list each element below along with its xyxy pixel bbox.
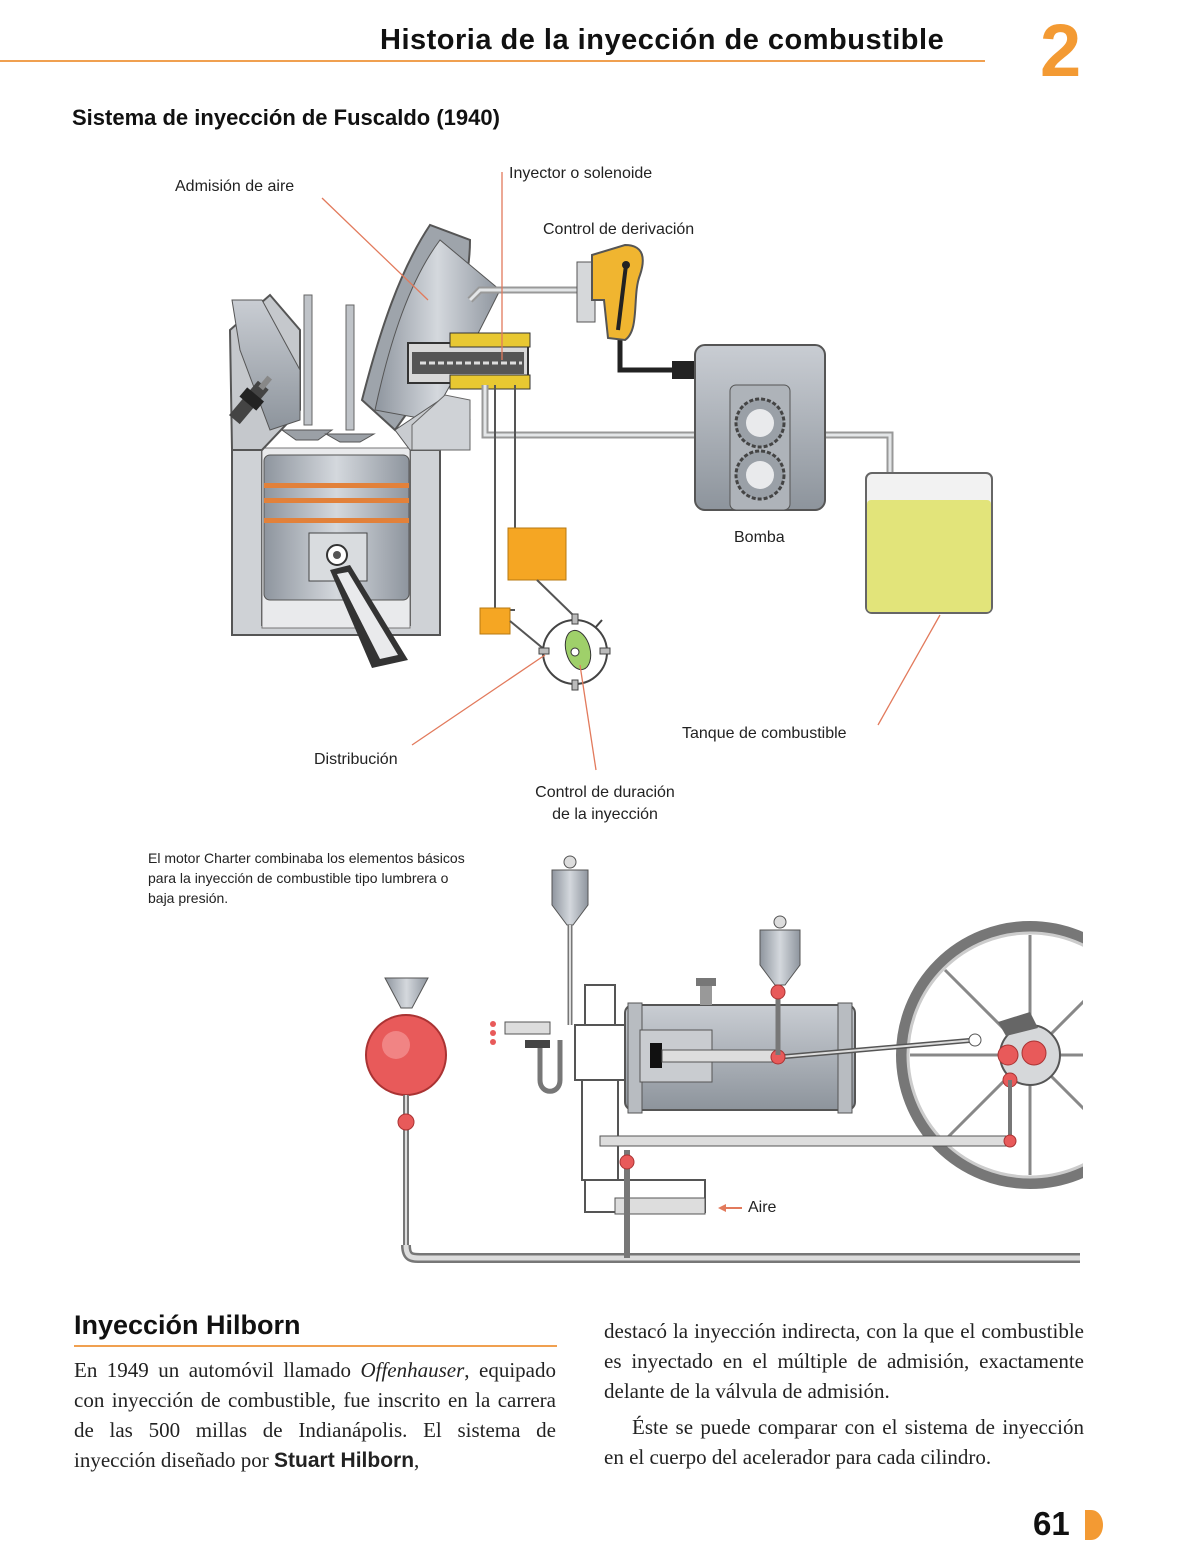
small-control-box [479,607,511,635]
header-rule [0,60,985,62]
paragraph-1: En 1949 un automóvil llamado Offenhauser… [74,1355,556,1476]
paragraph-1-part-c: , [414,1448,420,1472]
stuart-hilborn-name: Stuart Hilborn [274,1449,415,1472]
distributor [538,613,611,691]
label-control-duracion-line1: Control de duración [535,784,675,801]
valve-handle [490,1021,551,1048]
column-2: destacó la inyección indirecta, con la q… [604,1316,1084,1472]
label-inyector: Inyector o solenoide [509,165,653,182]
label-distribucion: Distribución [314,751,398,768]
label-leaders [321,172,941,771]
fuel-reservoir [551,855,589,1025]
flywheel [896,921,1164,1189]
paragraph-1-part-a: En 1949 un automóvil llamado [74,1358,361,1382]
oil-cup [759,915,801,1055]
offenhauser-name: Offenhauser [360,1358,465,1382]
paragraph-2: destacó la inyección indirecta, con la q… [604,1319,1084,1403]
fuel-tank [865,472,993,614]
bypass-control [576,243,644,342]
label-bomba: Bomba [734,529,785,546]
chapter-title: Historia de la inyección de combustible [380,24,945,56]
mixer-assembly [537,984,706,1213]
fuscaldo-injection-diagram [228,172,993,771]
chapter-number: 2 [1040,9,1082,92]
label-control-duracion: Control de duración de la inyección [520,782,690,826]
pump [694,344,826,511]
label-control-derivacion: Control de derivación [543,221,695,238]
section-rule [74,1345,557,1347]
injector-solenoid [407,332,531,390]
figure1-title: Sistema de inyección de Fuscaldo (1940) [72,105,500,130]
duration-control-box [507,527,567,581]
page-tab-icon [1085,1510,1103,1540]
valve-rod [599,1080,1017,1148]
bottom-pipe [401,1150,1080,1263]
charter-engine-diagram [365,855,1190,1263]
figure2-caption: El motor Charter combinaba los elementos… [148,850,465,906]
label-tanque: Tanque de combustible [682,725,847,742]
horizontal-cylinder [624,978,982,1114]
cylinder-head [228,223,501,451]
label-control-duracion-line2: de la inyección [552,806,658,823]
page-number: 61 [1033,1505,1070,1542]
engine-cylinder [231,447,441,668]
paragraph-1-part-b: , equipado con inyección de combustible,… [74,1358,556,1472]
section-title: Inyección Hilborn [74,1310,301,1340]
paragraph-3: Éste se puede comparar con el sistema de… [604,1415,1084,1469]
fuel-bulb [365,977,447,1250]
label-aire: Aire [748,1199,777,1216]
label-admision-aire: Admisión de aire [175,178,295,195]
